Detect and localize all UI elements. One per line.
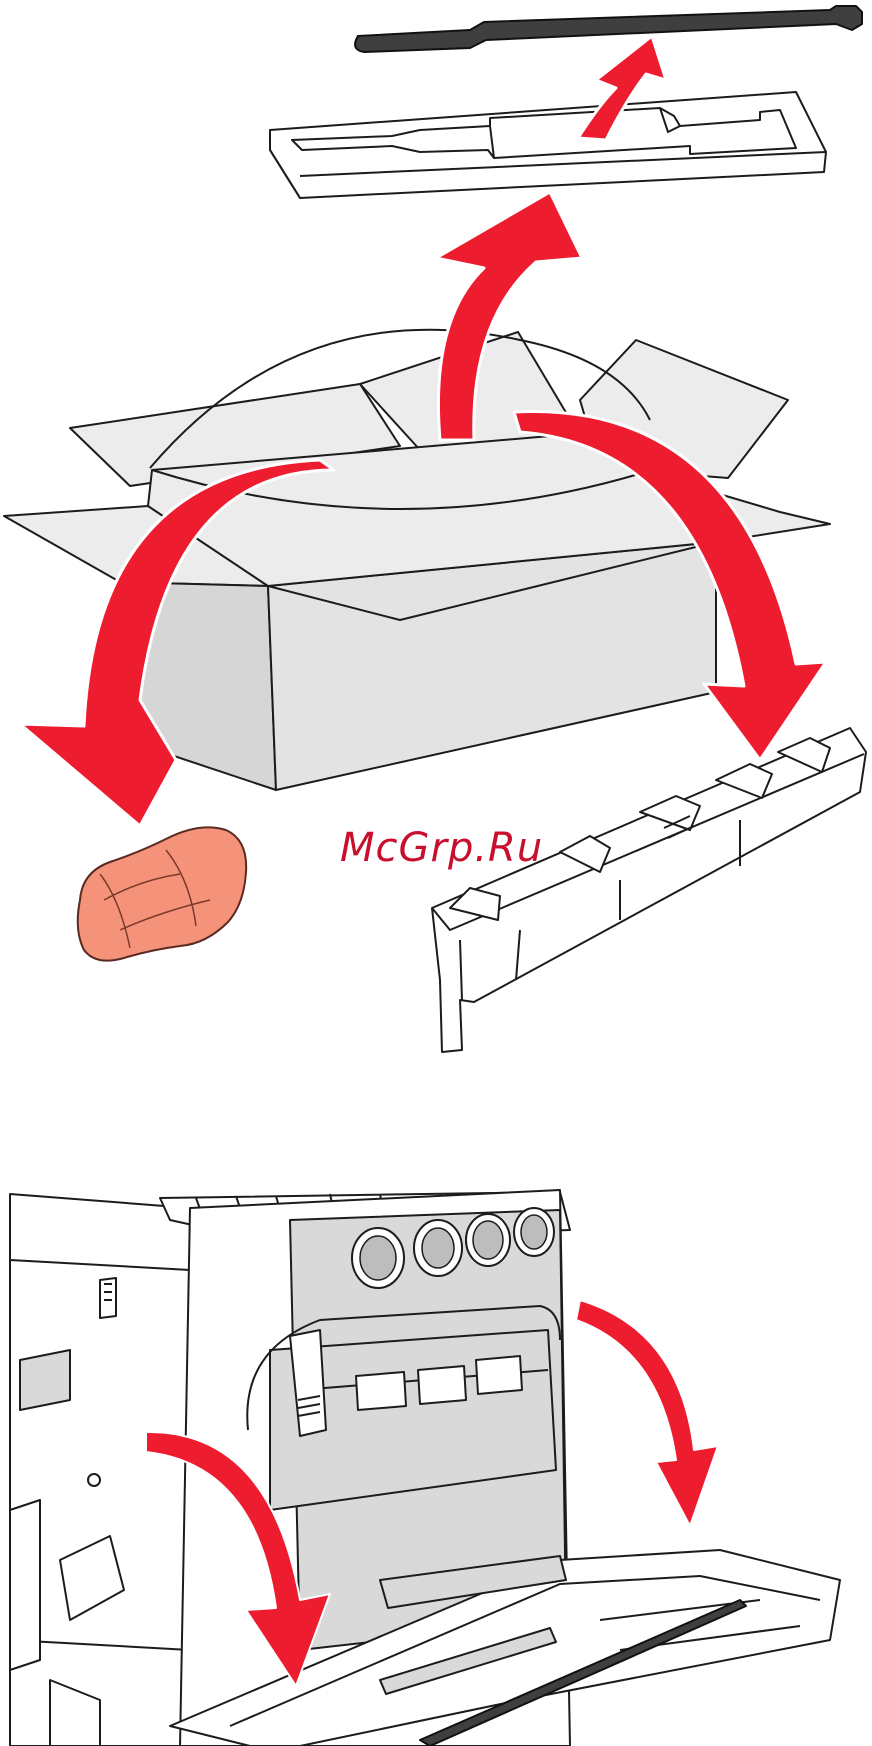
toner-cartridge-2: [414, 1220, 462, 1276]
toner-cartridge-1: [352, 1228, 404, 1288]
waste-toner-container: [432, 728, 866, 1052]
unpacking-illustration: [0, 0, 872, 1060]
packing-bag: [78, 827, 246, 960]
packaging-tray: [270, 92, 826, 198]
arrow-right-down: [576, 1300, 718, 1526]
toner-cartridge-4: [514, 1208, 554, 1256]
cleaning-rod: [355, 6, 862, 52]
toner-cartridge-3: [466, 1214, 510, 1266]
printer-body: [10, 1194, 190, 1746]
watermark-text: McGrp.Ru: [340, 825, 543, 871]
printer-door-illustration: [0, 1180, 872, 1746]
